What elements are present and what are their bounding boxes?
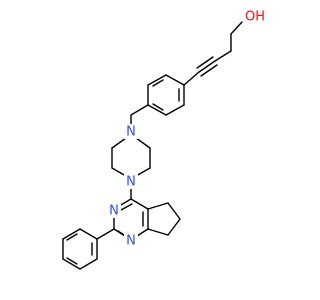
bond-aryl-ch2	[130, 104, 149, 116]
bond-ph-double-2	[66, 257, 78, 265]
bond-benzene-double-2	[152, 103, 164, 111]
bond-benzene-6	[165, 74, 185, 86]
bond-alkyne-triple-3	[200, 64, 218, 77]
pyrimidine-n-top-bg	[107, 203, 121, 218]
bond-pip-3	[135, 167, 151, 177]
hydroxyl-group: OH	[244, 9, 266, 25]
piperazine-n-bottom-label: N	[126, 175, 136, 190]
bond-cp-2	[167, 202, 181, 220]
bond-cp-3	[167, 218, 181, 236]
hydroxyl-label: OH	[245, 10, 265, 25]
atom-labels: OH N N N N	[107, 9, 266, 249]
pyrimidine-n-bottom-label: N	[126, 234, 136, 249]
bond-alkyne-aryl	[183, 71, 200, 86]
bond-alkyne-triple-1	[198, 60, 216, 73]
bond-cp-1	[147, 202, 169, 210]
pyrimidine-n-bottom-bg	[124, 233, 138, 248]
bond-pyr-double-1	[120, 203, 133, 211]
pyrimidine-nitrogen-bottom: N	[124, 233, 138, 249]
bond-ph-3	[62, 258, 81, 270]
bond-ph-double-3	[66, 233, 78, 241]
bond-pyr-1	[130, 198, 149, 210]
piperazine-n-top-bg	[124, 124, 138, 139]
molecule-structure: OH N N N N	[62, 9, 266, 270]
piperazine-n-top-label: N	[126, 125, 136, 140]
hydroxyl-label-bg	[244, 9, 266, 25]
pyrimidine-n-top-label: N	[109, 204, 119, 219]
bond-pyr-3	[136, 228, 149, 237]
bond-ch2-alkyne	[214, 50, 232, 62]
bond-pip-1	[135, 137, 151, 149]
bond-ph-2	[79, 258, 98, 270]
piperazine-nitrogen-top: N	[124, 124, 138, 140]
bond-ph-6	[79, 228, 98, 240]
bond-pyr-double-3	[117, 230, 125, 236]
bond-benzene-2	[165, 104, 185, 116]
bond-alkyne-triple-2	[196, 56, 214, 69]
bond-benzene-5	[147, 74, 167, 86]
bonds	[62, 21, 243, 270]
piperazine-nitrogen-bottom: N	[124, 174, 138, 190]
bond-ph-5	[62, 228, 81, 240]
pyrimidine-nitrogen-top: N	[107, 203, 121, 219]
bond-pyr-phenyl	[96, 228, 115, 240]
bond-benzene-3	[147, 104, 167, 116]
piperazine-n-bottom-bg	[124, 174, 138, 189]
bond-pip-4	[111, 167, 127, 177]
bond-benzene-double-3	[152, 79, 164, 87]
bond-oh-ch2	[230, 21, 243, 35]
bond-cp-4	[147, 228, 169, 236]
bond-pip-6	[111, 137, 127, 149]
